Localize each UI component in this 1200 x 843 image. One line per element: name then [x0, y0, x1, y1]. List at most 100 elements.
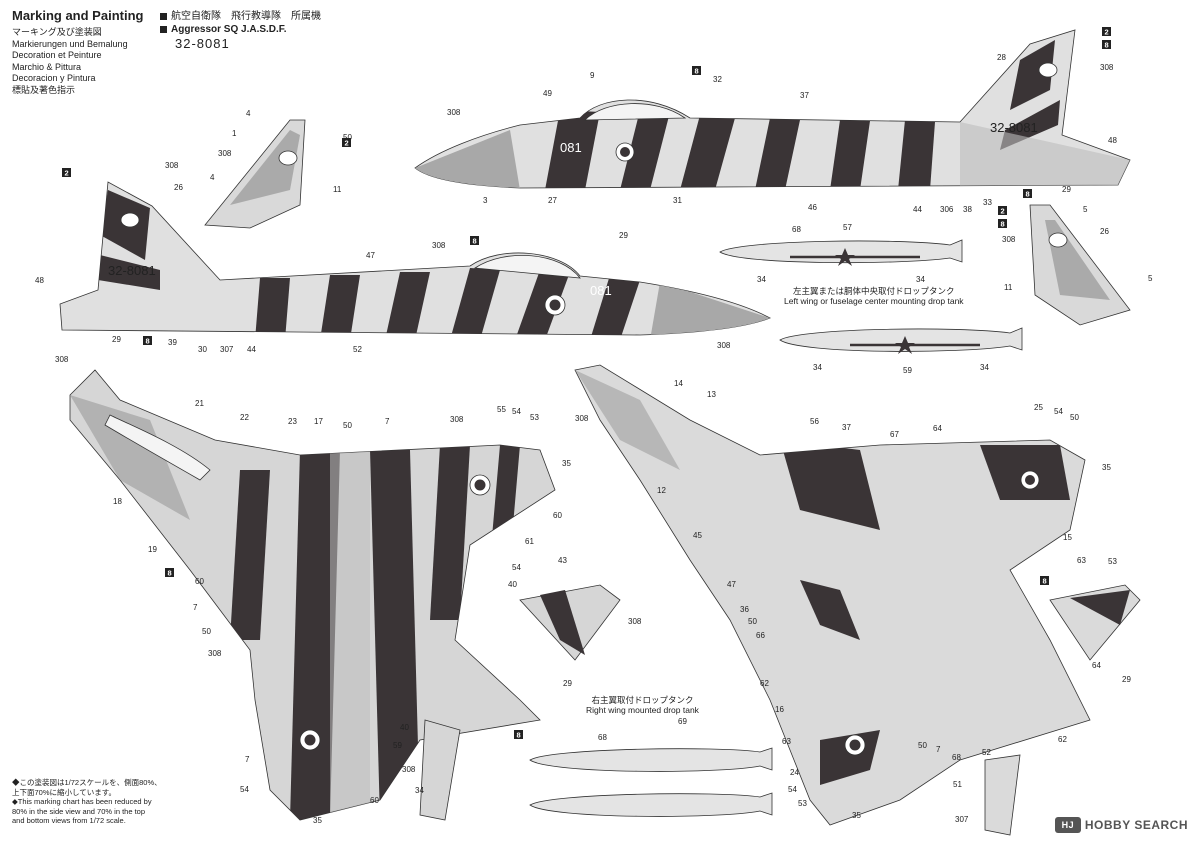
callout-12: 12 — [657, 486, 666, 495]
callout-28: 29 — [1062, 185, 1071, 194]
tail-detail-left — [204, 119, 306, 229]
callout-9: 7 — [193, 603, 198, 612]
callout-18: 18 — [113, 497, 122, 506]
language-de: Markierungen und Bemalung — [12, 38, 128, 49]
callout-19: 19 — [148, 545, 157, 554]
boxed-8e: 8 — [1026, 190, 1030, 199]
tank-caption-right-en: Right wing mounted drop tank — [586, 705, 699, 715]
language-jp: マーキング及び塗装図 — [12, 27, 102, 37]
bullet-square-icon — [160, 12, 167, 20]
callout-66b: 68 — [598, 733, 607, 742]
callout-5b: 5 — [1148, 274, 1153, 283]
callout-63: 66 — [756, 631, 765, 640]
callout-45b: 48 — [35, 276, 44, 285]
tank-caption-right-jp: 右主翼取付ドロップタンク — [591, 695, 694, 705]
callout-22: 23 — [288, 417, 297, 426]
language-it: Marchio & Pittura — [12, 61, 82, 72]
callout-40: 43 — [558, 556, 567, 565]
callout-3: 3 — [483, 196, 488, 205]
bullet-square-icon — [160, 25, 167, 33]
callout-32: 33 — [983, 198, 992, 207]
callout-43: 46 — [808, 203, 817, 212]
callout-92c: 54 — [1054, 407, 1063, 416]
callout-33: 34 — [757, 275, 766, 284]
drop-tank-lower — [779, 327, 1023, 354]
callout-36: 37 — [800, 91, 809, 100]
callout-68: 306 — [940, 205, 954, 214]
callout-15: 15 — [1063, 533, 1072, 542]
tank-caption-left-jp: 左主翼または胴体中央取付ドロップタンク — [793, 286, 955, 296]
bottom-view — [574, 364, 1141, 836]
language-fr: Decoration et Peinture — [12, 50, 102, 60]
callout-2c: 26 — [1100, 227, 1109, 236]
boxed-8c: 8 — [473, 237, 477, 246]
callout-1: 1 — [232, 129, 237, 138]
scale-note-line: and bottom views from 1/72 scale. — [12, 816, 126, 825]
boxed-8f: 8 — [1001, 220, 1005, 229]
language-list: マーキング及び塗装図 Markierungen und Bemalung Dec… — [12, 27, 128, 96]
boxed-8b: 8 — [1105, 41, 1109, 50]
callout-34d: 35 — [852, 811, 861, 820]
callout-45: 48 — [1108, 136, 1117, 145]
tank-caption-right: 右主翼取付ドロップタンク Right wing mounted drop tan… — [586, 695, 699, 715]
tail-number-left: 32-8081 — [108, 263, 156, 278]
callout-31: 32 — [713, 75, 722, 84]
callout-25: 26 — [174, 183, 183, 192]
callout-8b: 7 — [245, 755, 250, 764]
callout-38: 39 — [168, 338, 177, 347]
callout-55: 59 — [903, 366, 912, 375]
callout-37: 38 — [963, 205, 972, 214]
callout-34c: 35 — [1102, 463, 1111, 472]
watermark-text: HOBBY SEARCH — [1084, 818, 1188, 832]
callout-39b: 40 — [400, 723, 409, 732]
boxed-8g: 8 — [168, 569, 172, 578]
callout-307l: 308 — [402, 765, 416, 774]
tank-caption-left-en: Left wing or fuselage center mounting dr… — [784, 296, 964, 306]
callout-47c: 50 — [202, 627, 211, 636]
watermark-logo: HJ — [1054, 817, 1081, 833]
callout-41: 44 — [913, 205, 922, 214]
callout-44b: 47 — [727, 580, 736, 589]
scale-note-line: 80% in the side view and 70% in the top — [12, 806, 146, 816]
callout-62b: 64 — [1092, 661, 1101, 670]
boxed-2: 2 — [1105, 28, 1109, 37]
callout-307f: 308 — [218, 149, 232, 158]
callout-65: 68 — [952, 753, 961, 762]
drop-tank-center — [719, 239, 963, 266]
callout-307e: 308 — [717, 341, 731, 350]
callout-13: 13 — [707, 390, 716, 399]
callout-36b: 37 — [842, 423, 851, 432]
nose-number-right: 081 — [560, 140, 582, 155]
callout-50: 53 — [530, 413, 539, 422]
callout-47d: 50 — [748, 617, 757, 626]
scale-note: ◆この塗装図は1/72スケールを、側面80%、 上下面70%に縮小しています。 … — [12, 778, 177, 826]
callout-52: 55 — [497, 405, 506, 414]
callout-58: 61 — [525, 537, 534, 546]
callout-92d: 54 — [788, 785, 797, 794]
callout-4: 4 — [246, 109, 251, 118]
callout-92b: 54 — [240, 785, 249, 794]
callout-47e: 50 — [1070, 413, 1079, 422]
callout-11b: 11 — [1004, 283, 1013, 292]
tail-detail-right — [1029, 204, 1131, 326]
callout-28c: 29 — [619, 231, 628, 240]
callout-33d: 34 — [980, 363, 989, 372]
callout-60: 62 — [760, 679, 769, 688]
callout-44: 47 — [366, 251, 375, 260]
callout-17: 17 — [314, 417, 323, 426]
callout-307j: 308 — [208, 649, 222, 658]
callout-26: 27 — [548, 196, 557, 205]
callout-57: 60 — [195, 577, 204, 586]
callout-20: 21 — [195, 399, 204, 408]
language-cn: 標貼及著色指示 — [12, 84, 76, 95]
callout-50b: 53 — [1108, 557, 1117, 566]
callout-307m: 308 — [575, 414, 589, 423]
callout-33e: 34 — [415, 786, 424, 795]
callout-61b: 63 — [1077, 556, 1086, 565]
callout-50c: 53 — [798, 799, 807, 808]
callout-307k: 308 — [628, 617, 642, 626]
callout-62: 64 — [933, 424, 942, 433]
callout-64: 67 — [890, 430, 899, 439]
callout-51: 54 — [512, 563, 521, 572]
callout-69: 307 — [220, 345, 234, 354]
